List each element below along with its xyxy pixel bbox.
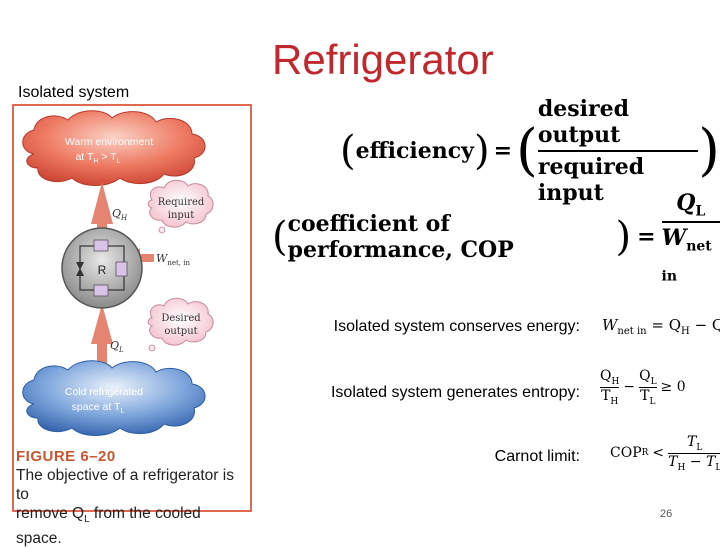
qh-label: QH: [112, 207, 128, 222]
cold-space-cloud: [22, 360, 206, 436]
refrigerator-device: [61, 227, 143, 309]
entropy-generation-label: Isolated system generates entropy:: [330, 384, 580, 401]
energy-equation: Wnet in = QH − QL: [602, 316, 720, 337]
slide-title: Refrigerator: [272, 36, 494, 83]
warm-env-line2: at TH > TL: [75, 151, 120, 165]
efficiency-equation: ( efficiency ) = ( desired output requir…: [340, 96, 720, 206]
energy-conservation-label: Isolated system conserves energy:: [333, 318, 580, 335]
warm-env-line1: Warm environment: [65, 136, 153, 148]
required-input-cloud: [147, 179, 214, 234]
isolated-system-label: Isolated system: [18, 84, 130, 101]
figure-caption-label: FIGURE 6–20: [16, 448, 116, 465]
desired-line1: Desired: [161, 313, 201, 324]
warm-environment-cloud: [22, 110, 206, 186]
required-line1: Required: [158, 197, 205, 208]
r-label: R: [98, 263, 107, 277]
figure-caption-line2: remove QL from the cooled space.: [16, 505, 201, 548]
figure-caption: FIGURE 6–20 The objective of a refrigera…: [16, 447, 246, 548]
wnet-label: Wnet, in: [156, 252, 190, 267]
cold-space-line1: Cold refrigerated: [65, 386, 143, 398]
desired-line2: output: [164, 326, 197, 337]
required-line2: input: [168, 210, 195, 221]
figure-caption-line1: The objective of a refrigerator is to: [16, 467, 234, 503]
entropy-inequality: QH TH − QL TL ≥ 0: [600, 368, 686, 407]
carnot-limit-label: Carnot limit:: [494, 448, 580, 465]
desired-output-cloud: [147, 297, 214, 352]
page-number: 26: [660, 508, 673, 520]
cop-equation: ( coefficient of performance, COP ) = QL…: [272, 190, 720, 284]
cold-space-line2: space at TL: [72, 401, 125, 415]
refrigerator-diagram: Warm environment at TH > TL QH QL Requir…: [22, 110, 214, 436]
ql-label: QL: [110, 339, 124, 354]
